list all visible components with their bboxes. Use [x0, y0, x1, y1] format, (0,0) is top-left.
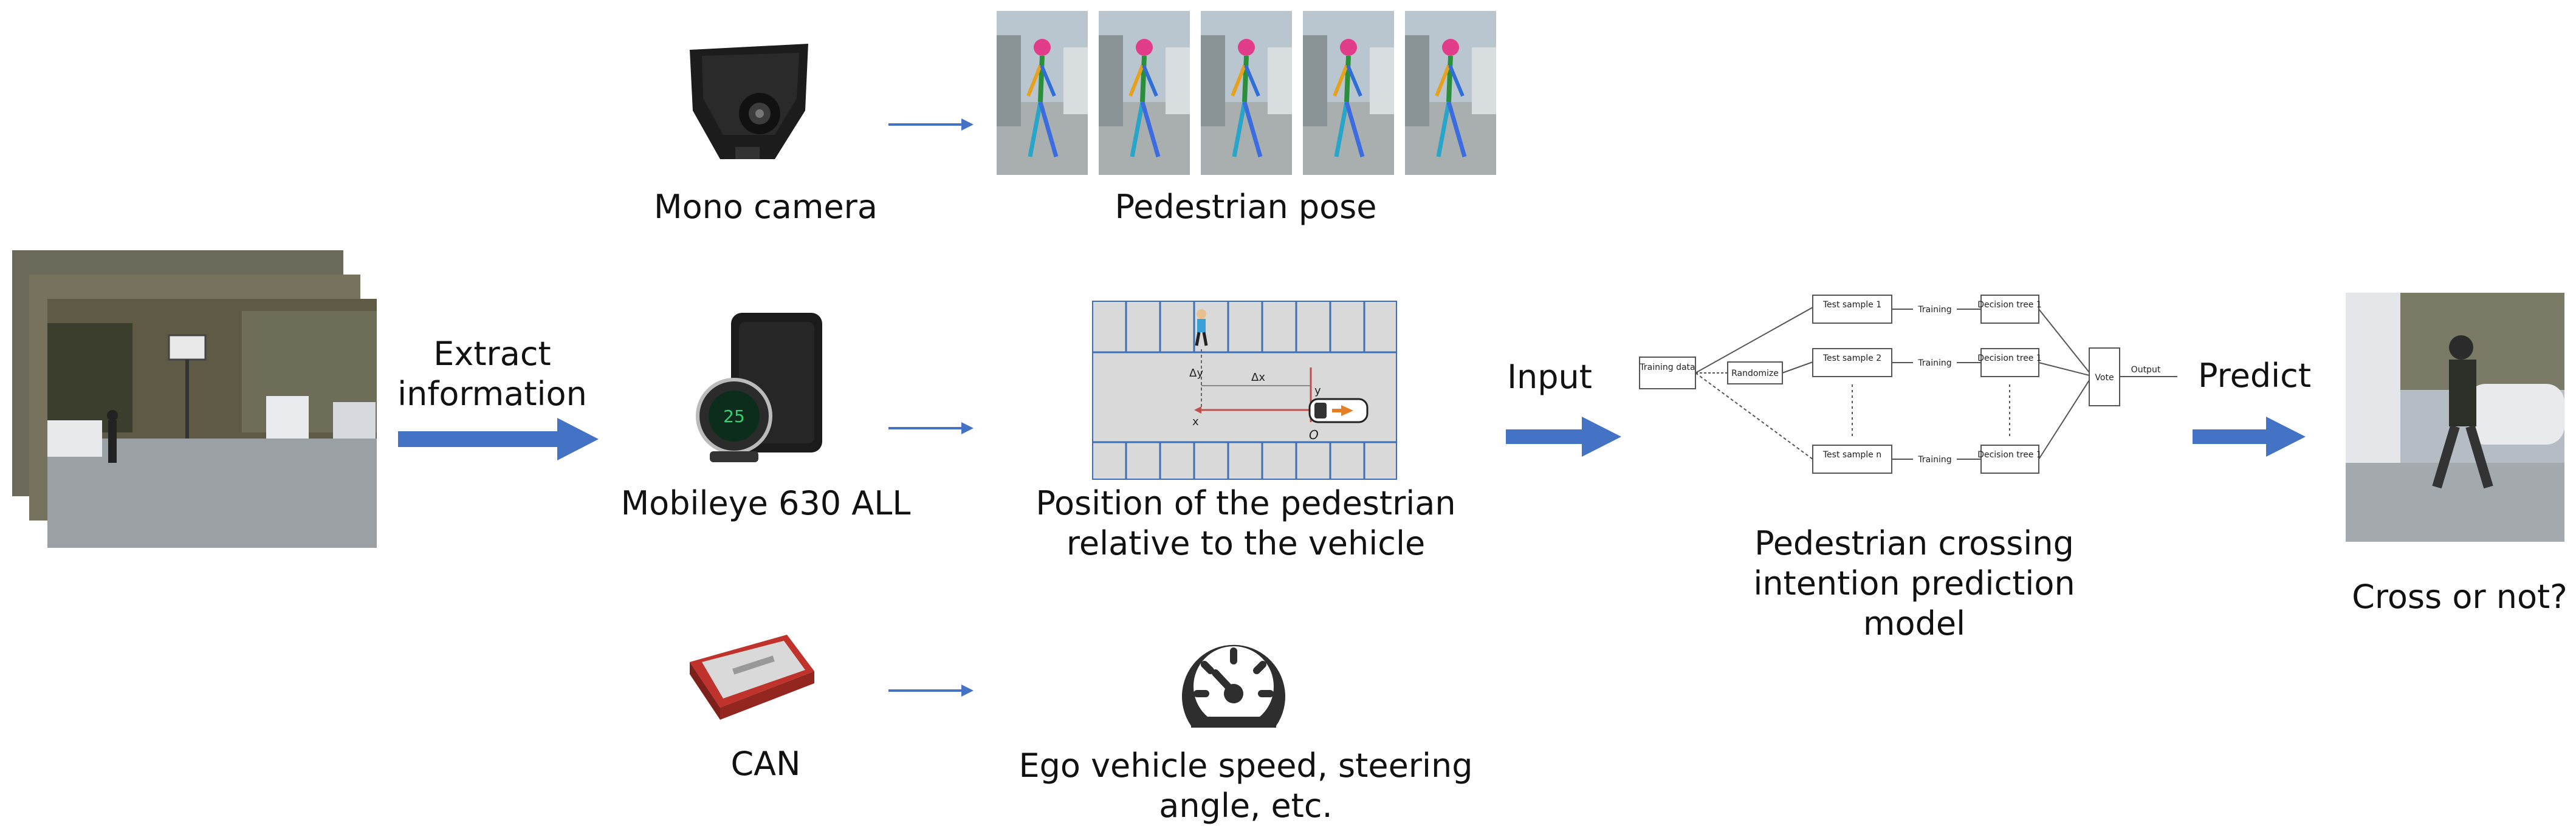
mobileye-device-icon: 25 [696, 313, 822, 462]
test-sample-2-label: Test sample 2 [1822, 353, 1881, 363]
mobileye-to-position-arrow [888, 422, 974, 434]
ego-vehicle-label: Ego vehicle speed, steering angle, etc. [1018, 746, 1473, 825]
pedestrian-pose-label: Pedestrian pose [1115, 188, 1377, 226]
position-diagram: Δy Δx x y O [1092, 301, 1397, 480]
camera-icon [690, 44, 808, 159]
pedestrian-figure-icon [1195, 309, 1208, 346]
training-label-2: Training [1917, 358, 1951, 368]
mobileye-label: Mobileye 630 ALL [620, 484, 911, 522]
model-label: Pedestrian crossing intention prediction… [1753, 524, 2075, 643]
output-label: Output [2131, 365, 2161, 375]
model-diagram: Training data Randomize Test sample 1 Te… [1639, 295, 2177, 474]
extract-information-label: Extract information [397, 335, 587, 413]
pedestrian-pose-strip [997, 11, 1496, 175]
can-device-icon [690, 635, 814, 720]
input-label: Input [1507, 358, 1592, 396]
can-label: CAN [730, 745, 801, 783]
delta-y-label: Δy [1189, 367, 1203, 380]
output-frame-image [2346, 293, 2564, 542]
cross-or-not-label: Cross or not? [2352, 578, 2567, 616]
training-label-1: Training [1917, 305, 1951, 315]
input-frames-stack [12, 250, 379, 548]
vote-label: Vote [2095, 373, 2114, 383]
training-data-label: Training data [1639, 363, 1695, 372]
axis-x-label: x [1192, 415, 1199, 428]
camera-to-pose-arrow [888, 118, 974, 131]
predict-label: Predict [2198, 357, 2311, 395]
randomize-label: Randomize [1731, 369, 1779, 378]
training-label-3: Training [1917, 455, 1951, 465]
test-sample-1-label: Test sample 1 [1822, 300, 1881, 310]
input-frames-image [12, 250, 379, 548]
speedometer-icon [1182, 644, 1285, 728]
can-to-ego-arrow [888, 685, 974, 697]
position-label: Position of the pedestrian relative to t… [1036, 484, 1456, 562]
predict-arrow [2193, 417, 2306, 457]
decision-tree-n-label: Decision tree 1 [1977, 450, 2042, 460]
decision-tree-1-label: Decision tree 1 [1977, 300, 2042, 310]
input-arrow [1506, 417, 1621, 457]
mono-camera-label: Mono camera [654, 188, 878, 226]
vehicle-icon [1308, 398, 1369, 423]
test-sample-n-label: Test sample n [1822, 450, 1881, 460]
decision-tree-2-label: Decision tree 1 [1977, 353, 2042, 363]
axis-y-label: y [1314, 384, 1321, 397]
pedestrian-pose-image [997, 11, 1496, 175]
delta-x-label: Δx [1251, 371, 1265, 384]
svg-text:25: 25 [723, 406, 745, 426]
extract-arrow [398, 418, 599, 460]
origin-label: O [1309, 428, 1319, 442]
